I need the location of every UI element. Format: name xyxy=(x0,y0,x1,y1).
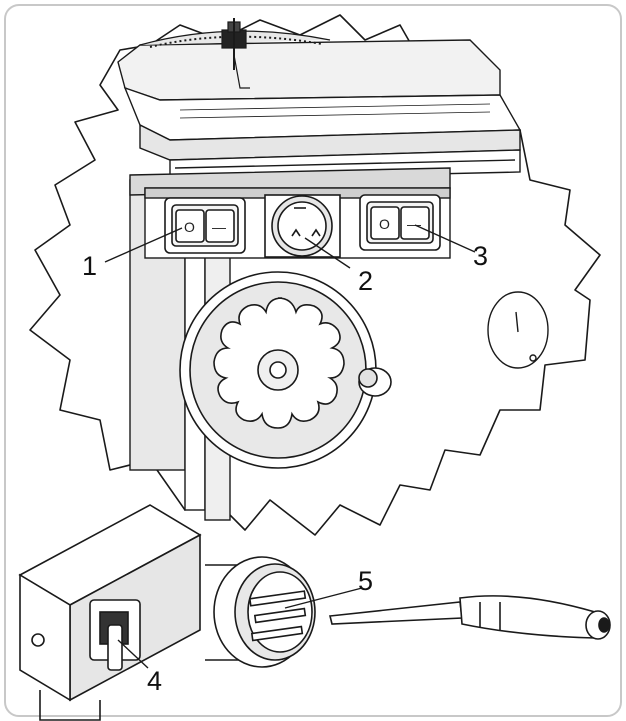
handwheel xyxy=(179,271,377,469)
callout-3: 3 xyxy=(473,241,488,271)
angle-scale xyxy=(139,18,331,89)
screwdriver xyxy=(329,595,611,640)
main-switch-box xyxy=(18,504,202,721)
side-knob xyxy=(487,291,549,369)
left-power-switch xyxy=(164,197,246,254)
machine-head xyxy=(117,39,522,181)
right-power-switch xyxy=(359,194,441,251)
callout-2: 2 xyxy=(358,266,373,296)
handwheel-grip xyxy=(358,367,392,397)
leader-3 xyxy=(414,224,476,253)
callout-4: 4 xyxy=(147,666,162,696)
leader-2 xyxy=(304,237,351,269)
callout-leaders xyxy=(104,224,476,669)
left-switch-off-symbol: — xyxy=(212,219,226,235)
leader-5 xyxy=(284,587,363,609)
socket-plug xyxy=(205,556,316,668)
left-switch-on-symbol: O xyxy=(184,219,195,235)
callout-1: 1 xyxy=(82,251,97,281)
leader-4 xyxy=(117,639,149,669)
direction-selector xyxy=(264,194,341,258)
leader-1 xyxy=(104,227,183,263)
right-switch-on-symbol: O xyxy=(379,216,390,232)
callout-5: 5 xyxy=(358,566,373,596)
right-switch-off-symbol: — xyxy=(407,216,421,232)
